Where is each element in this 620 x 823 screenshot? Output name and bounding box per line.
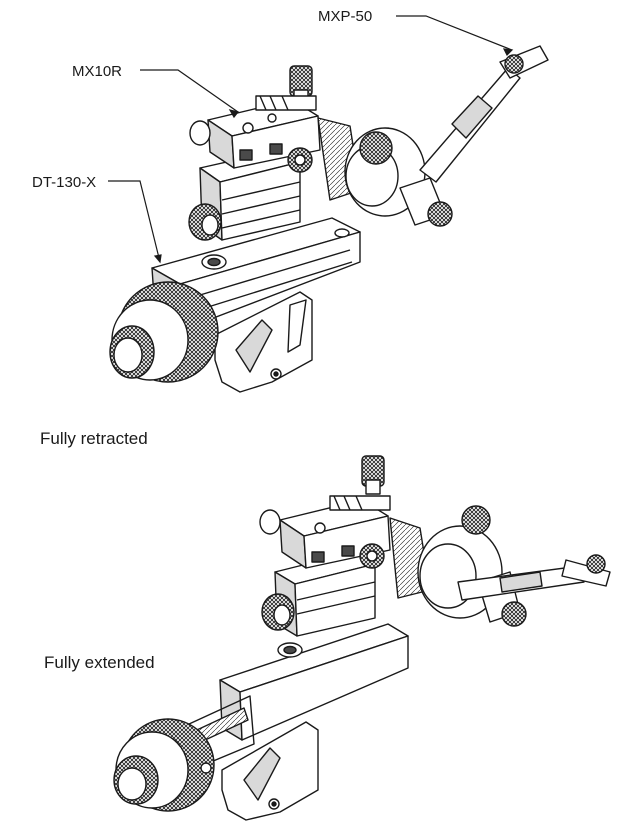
mx10r-stage-extended [259, 455, 391, 637]
caption-fully-retracted: Fully retracted [40, 429, 148, 448]
drive-knob [109, 281, 219, 383]
base-bracket-extended [221, 721, 319, 821]
label-mx10r: MX10R [72, 63, 123, 80]
dt130x-slide-extended [175, 623, 409, 775]
base-bracket [214, 291, 313, 393]
mxp50-probe-arm-extended [457, 554, 611, 601]
drive-knob-extended [113, 718, 215, 812]
assembly-extended [113, 455, 611, 821]
leader-mxp50 [396, 15, 513, 51]
assembly-retracted [109, 45, 549, 393]
leader-dt130x [108, 180, 161, 263]
leader-lines [108, 15, 514, 264]
label-dt130x: DT-130-X [32, 174, 97, 191]
mxp50-probe-arm [419, 45, 549, 183]
caption-fully-extended: Fully extended [44, 653, 155, 672]
leader-mx10r [140, 69, 239, 113]
label-mxp50: MXP-50 [318, 8, 373, 25]
rotary-mount [287, 117, 453, 227]
mx10r-stage [188, 65, 321, 241]
